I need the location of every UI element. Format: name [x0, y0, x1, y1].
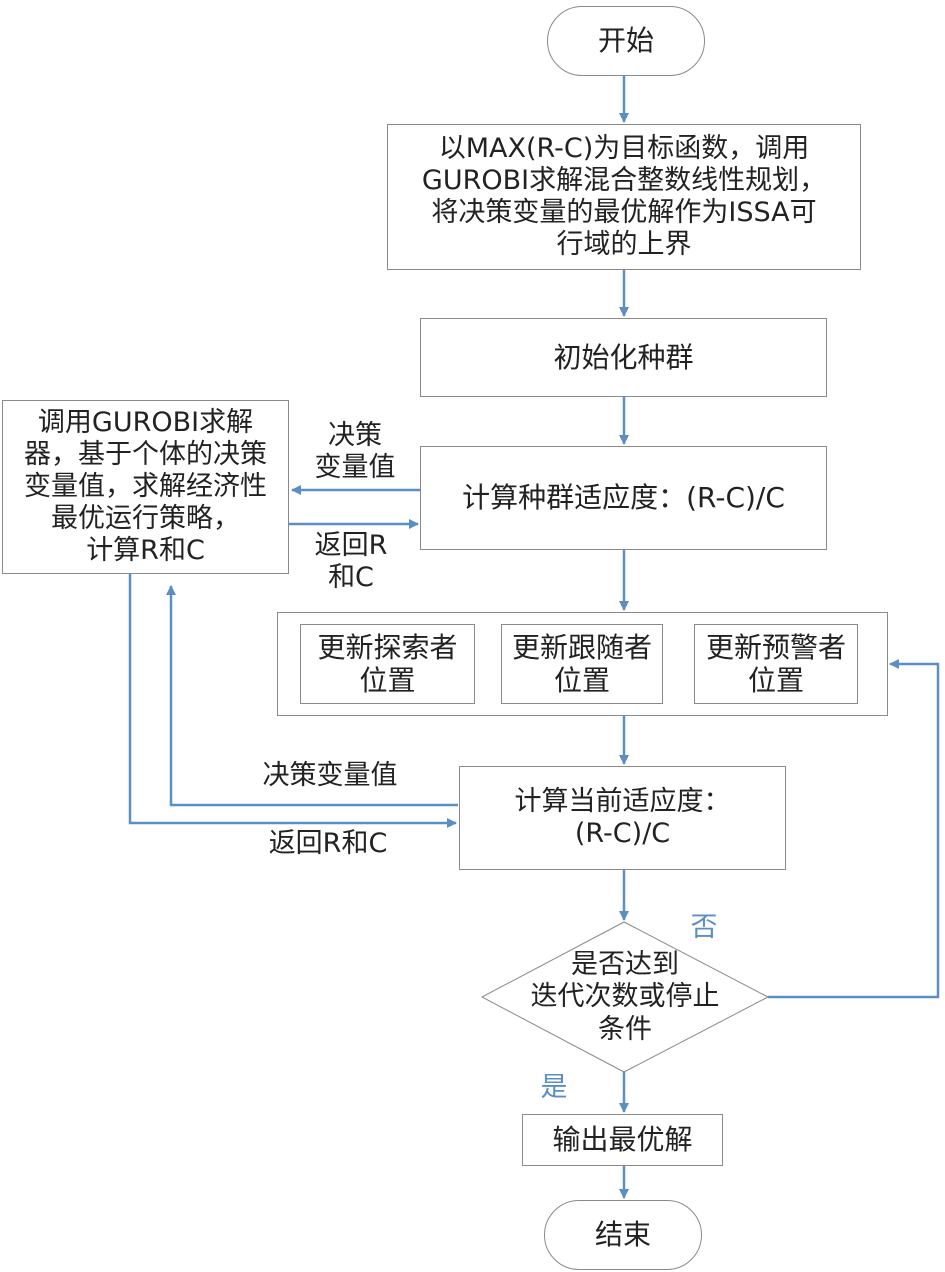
- gurobi-solver-text: 调用GUROBI求解 器，基于个体的决策 变量值，求解经济性 最优运行策略， 计…: [24, 407, 267, 566]
- arrow-solver-to-current: [128, 574, 457, 828]
- decision-diamond: [480, 921, 770, 1073]
- current-fitness-process: 计算当前适应度： (R-C)/C: [459, 766, 786, 870]
- arrow-decision-no-loop: [768, 659, 940, 999]
- current-fitness-text: 计算当前适应度： (R-C)/C: [514, 786, 731, 849]
- decision-text: 是否达到 迭代次数或停止 条件: [530, 948, 720, 1045]
- label-decision-vars-lower: 决策变量值: [262, 760, 398, 791]
- population-fitness-text: 计算种群适应度：(R-C)/C: [462, 481, 785, 515]
- update-follower-text: 更新跟随者 位置: [511, 630, 652, 697]
- end-node: 结束: [544, 1200, 702, 1270]
- upper-bound-process: 以MAX(R-C)为目标函数，调用 GUROBI求解混合整数线性规划， 将决策变…: [387, 124, 861, 270]
- upper-bound-text: 以MAX(R-C)为目标函数，调用 GUROBI求解混合整数线性规划， 将决策变…: [421, 133, 827, 260]
- label-yes: 是: [540, 1072, 568, 1103]
- label-no: 否: [690, 912, 718, 943]
- label-return-rc-lower: 返回R和C: [268, 828, 388, 859]
- update-scout-process: 更新预警者 位置: [694, 624, 858, 704]
- update-follower-process: 更新跟随者 位置: [501, 624, 663, 704]
- end-label: 结束: [594, 1218, 651, 1252]
- update-scout-text: 更新预警者 位置: [705, 630, 846, 697]
- label-return-rc-upper: 返回R 和C: [314, 530, 388, 594]
- population-fitness-process: 计算种群适应度：(R-C)/C: [420, 446, 827, 550]
- init-population-process: 初始化种群: [420, 318, 827, 397]
- label-decision-vars-upper: 决策 变量值: [314, 420, 396, 484]
- update-discoverer-process: 更新探索者 位置: [300, 624, 475, 704]
- gurobi-solver-process: 调用GUROBI求解 器，基于个体的决策 变量值，求解经济性 最优运行策略， 计…: [2, 400, 289, 574]
- arrow-current-to-solver: [166, 585, 458, 807]
- output-process: 输出最优解: [522, 1114, 723, 1166]
- init-population-text: 初始化种群: [553, 340, 694, 374]
- output-text: 输出最优解: [552, 1123, 693, 1157]
- update-discoverer-text: 更新探索者 位置: [317, 630, 458, 697]
- start-node: 开始: [547, 6, 705, 76]
- start-label: 开始: [597, 24, 654, 58]
